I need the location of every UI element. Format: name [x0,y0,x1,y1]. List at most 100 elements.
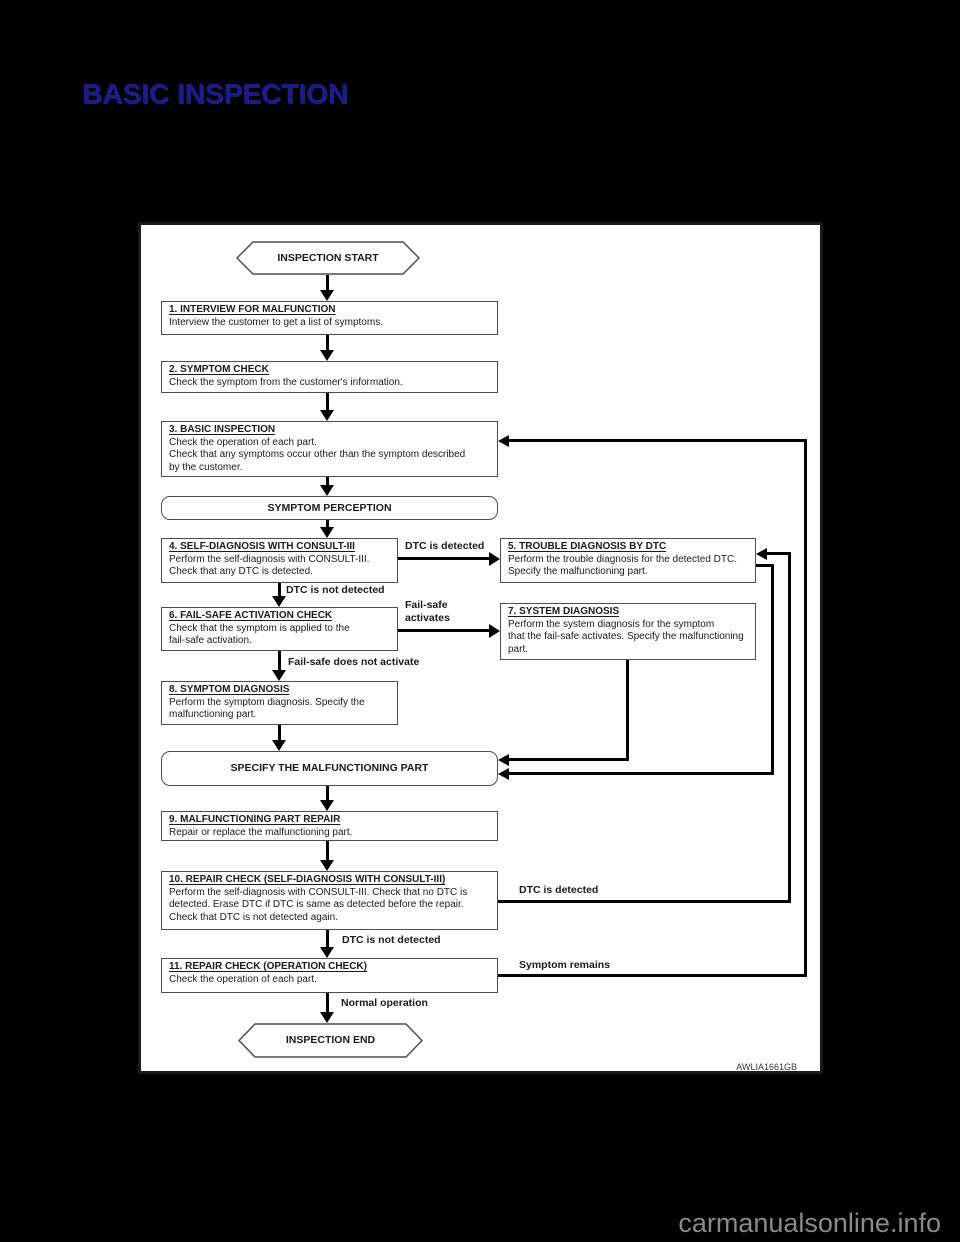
flow-arrowhead-icon [498,435,509,447]
flow-arrowhead-icon [489,624,500,638]
flow-arrow-line [326,335,329,352]
step-text: Repair or replace the malfunctioning par… [169,826,353,838]
step-box-3: 3. BASIC INSPECTION Check the operation … [161,421,498,477]
step-title: 1. INTERVIEW FOR MALFUNCTION [169,304,336,315]
step-box-8: 8. SYMPTOM DIAGNOSIS Perform the symptom… [161,681,398,725]
hexagon-shape-icon [236,241,420,275]
step-box-4: 4. SELF-DIAGNOSIS WITH CONSULT-III Perfo… [161,538,398,583]
arrow-label-failsafe-activates: Fail-safe activates [405,599,450,625]
flow-arrowhead-icon [320,485,334,496]
step-text: malfunctioning part. [169,709,257,720]
flow-arrowhead-icon [498,754,509,766]
arrow-label-dtc-not-detected-2: DTC is not detected [342,934,441,946]
step-box-2: 2. SYMPTOM CHECK Check the symptom from … [161,361,498,393]
flow-arrowhead-icon [320,527,334,538]
flow-arrowhead-icon [272,596,286,607]
end-terminal-label: INSPECTION END [285,1034,376,1047]
flow-arrowhead-icon [320,1012,334,1023]
flow-arrowhead-icon [320,947,334,958]
connector-label: SYMPTOM PERCEPTION [267,501,392,514]
flow-arrow-line [326,841,329,862]
flow-arrow-line [326,786,329,802]
flow-arrow-line [398,557,489,560]
step-text: Perform the self-diagnosis with CONSULT-… [169,553,370,565]
step-title: 8. SYMPTOM DIAGNOSIS [169,684,290,695]
connector-specify-part: SPECIFY THE MALFUNCTIONING PART [161,751,498,786]
flow-arrowhead-icon [272,740,286,751]
step-text: part. [508,643,529,655]
feedback-line-symptom-remains [509,439,807,442]
step-text: Specify the malfunctioning part. [508,566,648,577]
step-box-6: 6. FAIL-SAFE ACTIVATION CHECK Check that… [161,607,398,651]
step-title: 6. FAIL-SAFE ACTIVATION CHECK [169,610,333,621]
flow-arrow-line [326,993,329,1014]
feedback-line-dtc-detected [767,552,791,555]
arrow-label-dtc-not-detected: DTC is not detected [286,584,385,596]
step-text: Interview the customer to get a list of … [169,316,383,328]
flow-arrowhead-icon [320,290,334,301]
start-terminal: INSPECTION START [236,241,420,275]
figure-code: AWLIA1661GB [736,1062,797,1072]
step-title: 2. SYMPTOM CHECK [169,364,269,375]
flow-arrow-line [326,393,329,412]
feedback-line-dtc-detected [498,900,791,903]
step-title: 10. REPAIR CHECK (SELF-DIAGNOSIS WITH CO… [169,874,446,885]
connector-label: SPECIFY THE MALFUNCTIONING PART [230,762,429,775]
step-title: 9. MALFUNCTIONING PART REPAIR [169,814,341,825]
hexagon-shape-icon [238,1023,423,1058]
step-box-11: 11. REPAIR CHECK (OPERATION CHECK) Check… [161,958,498,993]
step-box-9: 9. MALFUNCTIONING PART REPAIR Repair or … [161,811,498,841]
line-box7-to-specify [509,758,629,761]
step-text: Check the operation of each part. [169,973,317,985]
step-text: Perform the system diagnosis for the sym… [508,618,715,630]
flow-arrow-line [326,930,329,949]
flow-arrowhead-icon [320,410,334,421]
flow-arrow-line [326,477,329,487]
page-title: BASIC INSPECTION [82,78,349,109]
step-box-10: 10. REPAIR CHECK (SELF-DIAGNOSIS WITH CO… [161,871,498,930]
connector-symptom-perception: SYMPTOM PERCEPTION [161,496,498,520]
flow-arrowhead-icon [489,552,500,566]
start-terminal-label: INSPECTION START [277,251,379,264]
watermark: carmanualsonline.info [678,1208,941,1238]
arrow-label-line: activates [405,612,450,624]
arrow-label-line: Fail-safe [405,599,448,611]
feedback-line-dtc-detected [788,552,791,903]
flow-arrowhead-icon [320,350,334,361]
step-text: Perform the trouble diagnosis for the de… [508,553,738,565]
flow-arrow-line [278,583,281,598]
step-text: Check that any symptoms occur other than… [169,449,466,460]
line-box5-to-specify [771,564,774,775]
feedback-line-symptom-remains [498,974,807,977]
step-box-7: 7. SYSTEM DIAGNOSIS Perform the system d… [500,603,756,660]
step-title: 4. SELF-DIAGNOSIS WITH CONSULT-III [169,541,355,552]
flow-arrow-line [398,629,489,632]
flow-arrow-line [278,651,281,672]
step-title: 11. REPAIR CHECK (OPERATION CHECK) [169,961,367,972]
step-text: Check the symptom from the customer's in… [169,376,403,388]
step-text: Check that the symptom is applied to the [169,622,350,634]
end-terminal: INSPECTION END [238,1023,423,1058]
step-title: 3. BASIC INSPECTION [169,424,276,435]
line-box7-to-specify [626,660,629,761]
arrow-label-normal-operation: Normal operation [341,997,428,1009]
step-text: Check that DTC is not detected again. [169,911,338,923]
flowchart-figure: INSPECTION START 1. INTERVIEW FOR [138,222,823,1074]
step-text: by the customer. [169,461,243,473]
arrow-label-failsafe-does-not-activate: Fail-safe does not activate [288,656,420,668]
flow-arrowhead-icon [272,670,286,681]
arrow-label-symptom-remains: Symptom remains [519,959,611,971]
flow-arrow-line [326,275,329,292]
step-text: that the fail-safe activates. Specify th… [508,631,744,642]
step-title: 5. TROUBLE DIAGNOSIS BY DTC [508,541,667,552]
step-text: Check the operation of each part. [169,436,317,448]
step-text: Perform the symptom diagnosis. Specify t… [169,696,365,708]
flow-arrowhead-icon [498,768,509,780]
step-text: Perform the self-diagnosis with CONSULT-… [169,886,468,898]
step-text: fail-safe activation. [169,635,252,646]
flow-arrowhead-icon [320,800,334,811]
step-box-5: 5. TROUBLE DIAGNOSIS BY DTC Perform the … [500,538,756,583]
step-title: 7. SYSTEM DIAGNOSIS [508,606,620,617]
line-box5-to-specify [509,772,774,775]
flow-arrow-line [326,520,329,529]
